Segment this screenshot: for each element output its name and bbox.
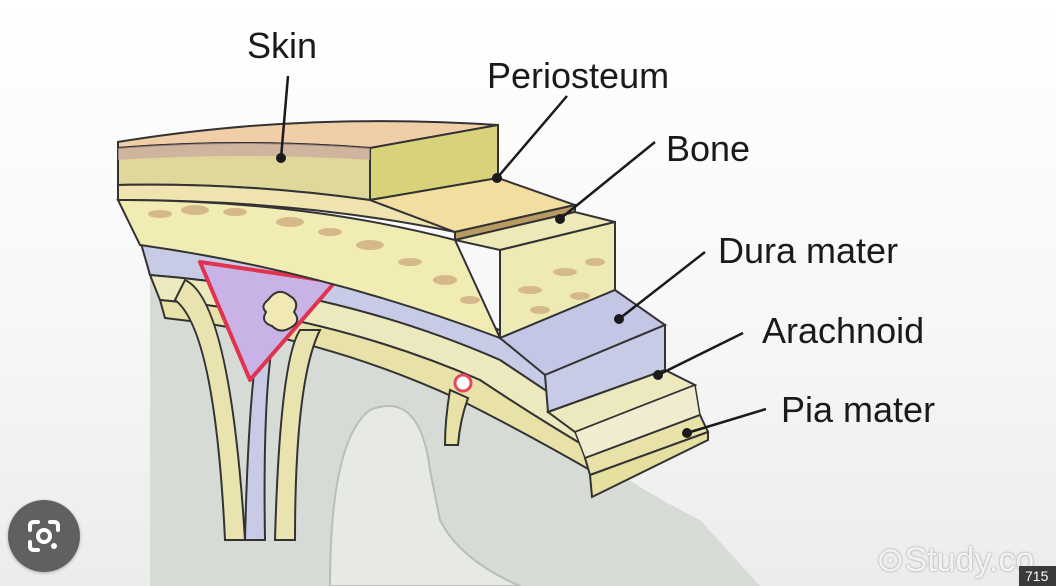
leader-periosteum <box>496 95 568 179</box>
leader-skin <box>279 75 290 159</box>
dot-periosteum <box>492 173 502 183</box>
label-periosteum: Periosteum <box>487 55 670 96</box>
label-arachnoid: Arachnoid <box>762 310 925 351</box>
dot-skin <box>276 153 286 163</box>
dot-arachnoid <box>653 370 663 380</box>
dot-bone <box>555 214 565 224</box>
watermark: ⊙Study.co <box>876 540 1034 580</box>
label-bone: Bone <box>666 128 751 169</box>
brain-gyrus <box>328 405 521 586</box>
label-dura-mater: Dura mater <box>718 230 899 271</box>
dot-pia <box>682 428 692 438</box>
sulcus <box>443 388 470 446</box>
falx-fold-right <box>273 329 322 541</box>
blood-vessel <box>453 373 473 393</box>
falx-fold <box>173 278 247 541</box>
leader-arachnoid <box>657 331 744 377</box>
watermark-text: Study.co <box>904 541 1035 579</box>
leader-lines <box>279 75 767 435</box>
bone-spots <box>148 205 605 314</box>
dimension-badge: 715 <box>1019 566 1056 586</box>
google-lens-icon <box>28 520 60 552</box>
leader-pia <box>686 407 767 435</box>
dot-dura <box>614 314 624 324</box>
play-circle-icon: ⊙ <box>876 541 905 579</box>
label-pia-mater: Pia mater <box>781 389 936 430</box>
skin-pink-band <box>118 143 370 160</box>
leader-bone <box>559 141 656 220</box>
label-skin: Skin <box>247 25 318 66</box>
leader-dura <box>618 251 706 320</box>
google-lens-button[interactable] <box>8 500 80 572</box>
pia-face <box>588 430 709 499</box>
arachnoid-granulation <box>262 290 299 332</box>
leader-dots <box>276 153 692 438</box>
